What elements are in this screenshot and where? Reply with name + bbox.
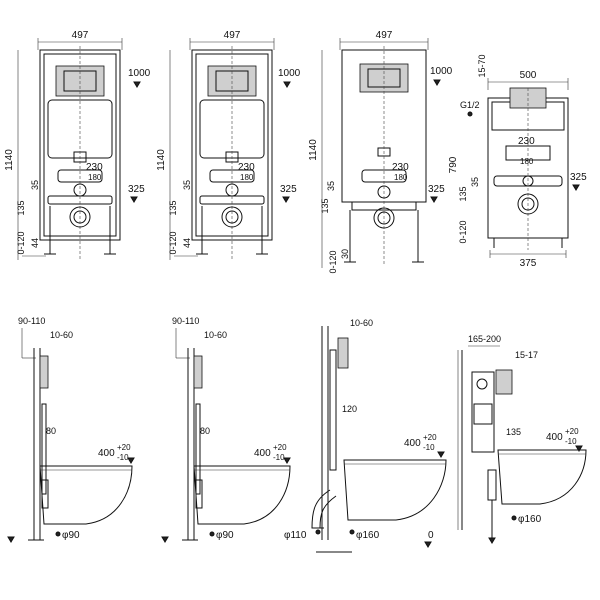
front-4-width-top: 500 <box>520 70 537 81</box>
side-3-bowl: 400 <box>404 438 421 449</box>
front-1-top-height: 1000 <box>128 68 151 79</box>
front-1-pipe-a: 230 <box>86 162 103 173</box>
side-4-tol-plus: +20 <box>565 427 579 436</box>
side-4-height: 135 <box>506 427 521 437</box>
side-3-tol-minus: -10 <box>423 443 435 452</box>
side-2-offset: 10-60 <box>204 330 227 340</box>
front-2-pipe-b: 180 <box>240 173 254 182</box>
front-view-2: 497 1000 1140 230 180 325 35 135 0-120 4… <box>156 30 301 260</box>
front-3-pipe-b: 180 <box>394 173 408 182</box>
side-4-tol-minus: -10 <box>565 437 577 446</box>
side-2-pipe: φ90 <box>216 530 234 541</box>
side-1-pipe: φ90 <box>62 530 80 541</box>
side-view-1: 90-110 10-60 80 400 +20 -10 φ90 <box>7 316 135 543</box>
front-2-foot-height: 0-120 <box>168 231 178 254</box>
front-3-low-height: 135 <box>320 198 330 213</box>
front-4-foot-height: 0-120 <box>458 220 468 243</box>
front-2-width-label: 497 <box>224 30 241 41</box>
side-3-offset: 10-60 <box>350 318 373 328</box>
front-4-low-height: 135 <box>458 186 468 201</box>
front-4-pipe-a: 230 <box>518 136 535 147</box>
front-1-width-label: 497 <box>72 30 89 41</box>
front-1-base-height: 44 <box>30 238 40 248</box>
side-3-pipe: φ160 <box>356 530 380 541</box>
side-2-height: 80 <box>200 426 210 436</box>
front-1-low-height: 135 <box>16 200 26 215</box>
side-4-bowl: 400 <box>546 432 563 443</box>
front-2-base-height: 44 <box>182 238 192 248</box>
side-view-3: 10-60 120 400 +20 -10 φ110 φ160 0 <box>284 318 447 553</box>
front-3-top-height: 1000 <box>430 66 453 77</box>
side-3-tol-plus: +20 <box>423 433 437 442</box>
side-2-tol-minus: -10 <box>273 453 285 462</box>
front-1-total-height: 1140 <box>4 149 15 171</box>
side-1-bowl: 400 <box>98 448 115 459</box>
side-view-4: 165-200 15-17 135 400 +20 -10 φ160 <box>457 334 587 544</box>
side-3-zero: 0 <box>428 530 434 541</box>
side-3-pipe-small: φ110 <box>284 530 307 541</box>
front-3-width-label: 497 <box>376 30 393 41</box>
front-4-mid-height: 35 <box>470 177 480 187</box>
side-4-pipe: φ160 <box>518 514 542 525</box>
side-view-2: 90-110 10-60 80 400 +20 -10 φ90 <box>161 316 291 543</box>
side-2-depth: 90-110 <box>172 316 199 326</box>
front-2-total-height: 1140 <box>156 149 167 171</box>
front-1-pipe-b: 180 <box>88 173 102 182</box>
front-2-pipe-a: 230 <box>238 162 255 173</box>
front-3-total-height: 1140 <box>308 139 319 161</box>
front-view-3: 497 1000 1140 230 180 325 35 135 0-120 3… <box>308 30 453 274</box>
front-3-mid-height: 35 <box>326 181 336 191</box>
front-4-seat-height: 325 <box>570 172 587 183</box>
front-4-top-height: 15-70 <box>477 54 487 77</box>
front-3-foot-height: 0-120 <box>328 250 338 273</box>
front-2-mid-height: 35 <box>182 180 192 190</box>
side-3-height: 120 <box>342 404 357 414</box>
side-1-depth: 90-110 <box>18 316 45 326</box>
front-3-base-height: 30 <box>340 249 350 259</box>
front-4-inlet: G1/2 <box>460 100 480 110</box>
side-1-offset: 10-60 <box>50 330 73 340</box>
side-4-offset: 15-17 <box>515 350 538 360</box>
front-3-seat-height: 325 <box>428 184 445 195</box>
front-3-pipe-a: 230 <box>392 162 409 173</box>
front-4-width-bottom: 375 <box>520 258 537 269</box>
front-4-total-height: 790 <box>448 156 459 173</box>
side-2-tol-plus: +20 <box>273 443 287 452</box>
side-1-tol-plus: +20 <box>117 443 131 452</box>
front-1-mid-height: 35 <box>30 180 40 190</box>
front-view-1: 497 1000 1140 230 180 325 35 135 0-120 4… <box>4 30 151 260</box>
front-2-seat-height: 325 <box>280 184 297 195</box>
front-1-seat-height: 325 <box>128 184 145 195</box>
front-view-4: 500 15-70 G1/2 230 180 790 325 35 135 0-… <box>448 54 587 269</box>
front-2-low-height: 135 <box>168 200 178 215</box>
front-2-top-height: 1000 <box>278 68 301 79</box>
side-1-tol-minus: -10 <box>117 453 129 462</box>
side-2-bowl: 400 <box>254 448 271 459</box>
front-4-pipe-b: 180 <box>520 157 534 166</box>
front-1-foot-height: 0-120 <box>16 231 26 254</box>
side-1-height: 80 <box>46 426 56 436</box>
side-4-depth: 165-200 <box>468 334 501 344</box>
